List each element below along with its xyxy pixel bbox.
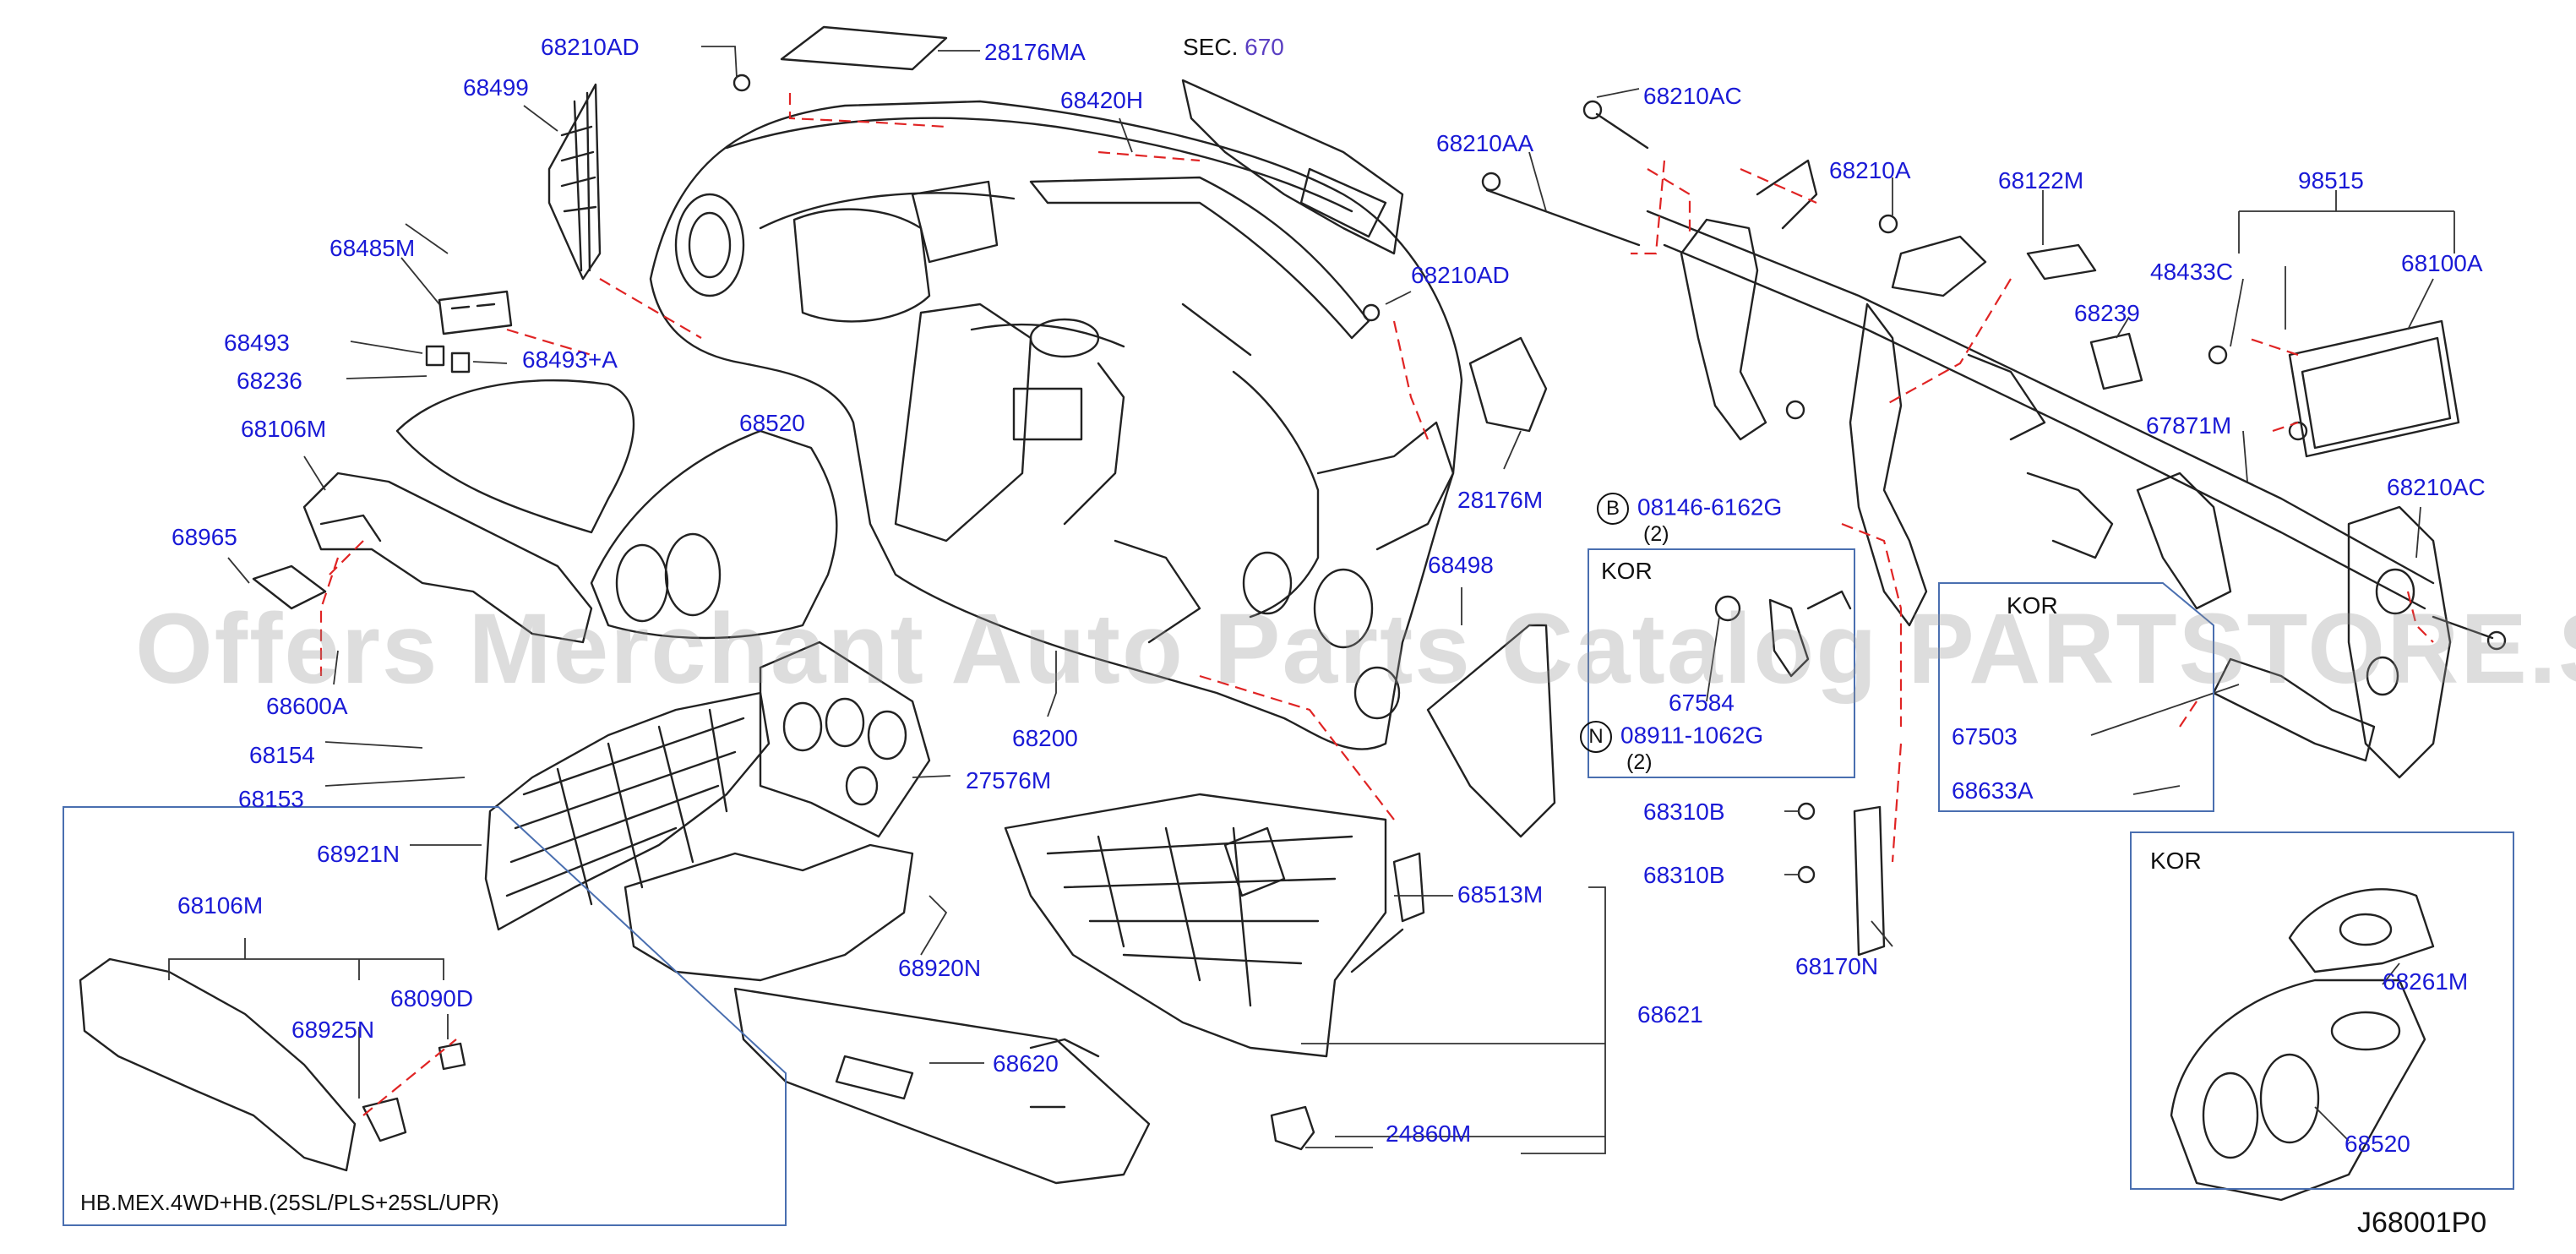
bolt-reference-08146[interactable]: B 08146-6162G — [1597, 493, 1782, 525]
part-label-68170N[interactable]: 68170N — [1795, 953, 1879, 979]
cowl-strip — [1181, 79, 1404, 255]
part-label-68210AC-top[interactable]: 68210AC — [1643, 83, 1742, 109]
kor-inset-title-2: KOR — [2007, 592, 2058, 619]
kor-inset-title-3: KOR — [2150, 848, 2202, 874]
section-prefix: SEC. — [1183, 34, 1239, 60]
hb-part-label-68090D[interactable]: 68090D — [390, 985, 474, 1011]
pad-68236 — [395, 379, 635, 534]
part-number-08911[interactable]: 08911-1062G — [1620, 722, 1764, 749]
inset-bezel-68520 — [2170, 979, 2426, 1202]
hb-part-label-68925N[interactable]: 68925N — [291, 1017, 375, 1043]
part-label-68513M[interactable]: 68513M — [1457, 881, 1544, 908]
part-label-68520-inset[interactable]: 68520 — [2345, 1131, 2410, 1157]
part-label-68620[interactable]: 68620 — [993, 1050, 1059, 1077]
cluster-bezel — [590, 429, 838, 640]
steering-member — [1646, 210, 2435, 585]
display-68100A — [2288, 319, 2460, 458]
part-label-28176M[interactable]: 28176M — [1457, 487, 1544, 513]
part-label-68621[interactable]: 68621 — [1637, 1001, 1703, 1028]
part-label-68106M[interactable]: 68106M — [241, 416, 327, 442]
part-label-68499[interactable]: 68499 — [463, 74, 529, 101]
hb-part-label-68106M[interactable]: 68106M — [177, 892, 264, 919]
part-label-68210AC-right[interactable]: 68210AC — [2387, 474, 2486, 500]
nut-quantity-08911: (2) — [1626, 750, 1653, 774]
part-label-68420H[interactable]: 68420H — [1060, 87, 1144, 113]
part-label-68210AD-mid[interactable]: 68210AD — [1411, 262, 1510, 288]
part-label-68210A[interactable]: 68210A — [1829, 157, 1911, 183]
nut-reference-08911[interactable]: N 08911-1062G — [1580, 721, 1763, 753]
part-label-98515[interactable]: 98515 — [2298, 167, 2364, 194]
part-label-68236[interactable]: 68236 — [237, 368, 302, 394]
part-label-68493A[interactable]: 68493+A — [522, 346, 618, 373]
part-label-67871M[interactable]: 67871M — [2146, 412, 2232, 439]
part-label-68920N[interactable]: 68920N — [898, 955, 982, 981]
part-label-68493[interactable]: 68493 — [224, 330, 290, 356]
part-label-48433C[interactable]: 48433C — [2150, 259, 2234, 285]
part-label-68965[interactable]: 68965 — [172, 524, 237, 550]
part-label-68633A[interactable]: 68633A — [1952, 777, 2034, 804]
part-label-68200[interactable]: 68200 — [1012, 725, 1078, 751]
part-label-24860M[interactable]: 24860M — [1386, 1120, 1472, 1147]
section-reference[interactable]: SEC. 670 — [1183, 35, 1284, 59]
part-label-68520[interactable]: 68520 — [739, 410, 805, 436]
part-label-68600A[interactable]: 68600A — [266, 693, 348, 719]
part-label-68122M[interactable]: 68122M — [1998, 167, 2084, 194]
instrument-panel-outline — [649, 100, 1463, 750]
circle-letter-n: N — [1580, 721, 1612, 753]
part-label-68210AD-top[interactable]: 68210AD — [541, 34, 640, 60]
part-label-68310B-1[interactable]: 68310B — [1643, 799, 1725, 825]
watermark: Offers Merchant Auto Parts Catalog PARTS… — [135, 593, 2576, 705]
part-label-68153[interactable]: 68153 — [238, 786, 304, 812]
part-label-68154[interactable]: 68154 — [249, 742, 315, 768]
section-number[interactable]: 670 — [1244, 34, 1284, 60]
part-label-67503[interactable]: 67503 — [1952, 723, 2018, 750]
bolt-quantity-08146: (2) — [1643, 522, 1669, 546]
part-label-68210AA[interactable]: 68210AA — [1436, 130, 1534, 156]
part-label-68100A[interactable]: 68100A — [2401, 250, 2483, 276]
part-label-68485M[interactable]: 68485M — [329, 235, 416, 261]
part-label-28176MA[interactable]: 28176MA — [984, 39, 1086, 65]
hb-inset-caption: HB.MEX.4WD+HB.(25SL/PLS+25SL/UPR) — [80, 1190, 499, 1215]
part-number-08146[interactable]: 08146-6162G — [1637, 493, 1783, 521]
part-label-67584[interactable]: 67584 — [1669, 690, 1735, 716]
part-label-27576M[interactable]: 27576M — [966, 767, 1052, 793]
circle-letter-b: B — [1597, 493, 1629, 525]
kor-inset-title-1: KOR — [1601, 558, 1653, 584]
diagram-reference-code: J68001P0 — [2357, 1207, 2487, 1239]
part-label-68498[interactable]: 68498 — [1428, 552, 1494, 578]
part-label-68261M[interactable]: 68261M — [2383, 968, 2469, 995]
part-label-68310B-2[interactable]: 68310B — [1643, 862, 1725, 888]
part-label-68921N[interactable]: 68921N — [317, 841, 400, 867]
part-label-68239[interactable]: 68239 — [2074, 300, 2140, 326]
